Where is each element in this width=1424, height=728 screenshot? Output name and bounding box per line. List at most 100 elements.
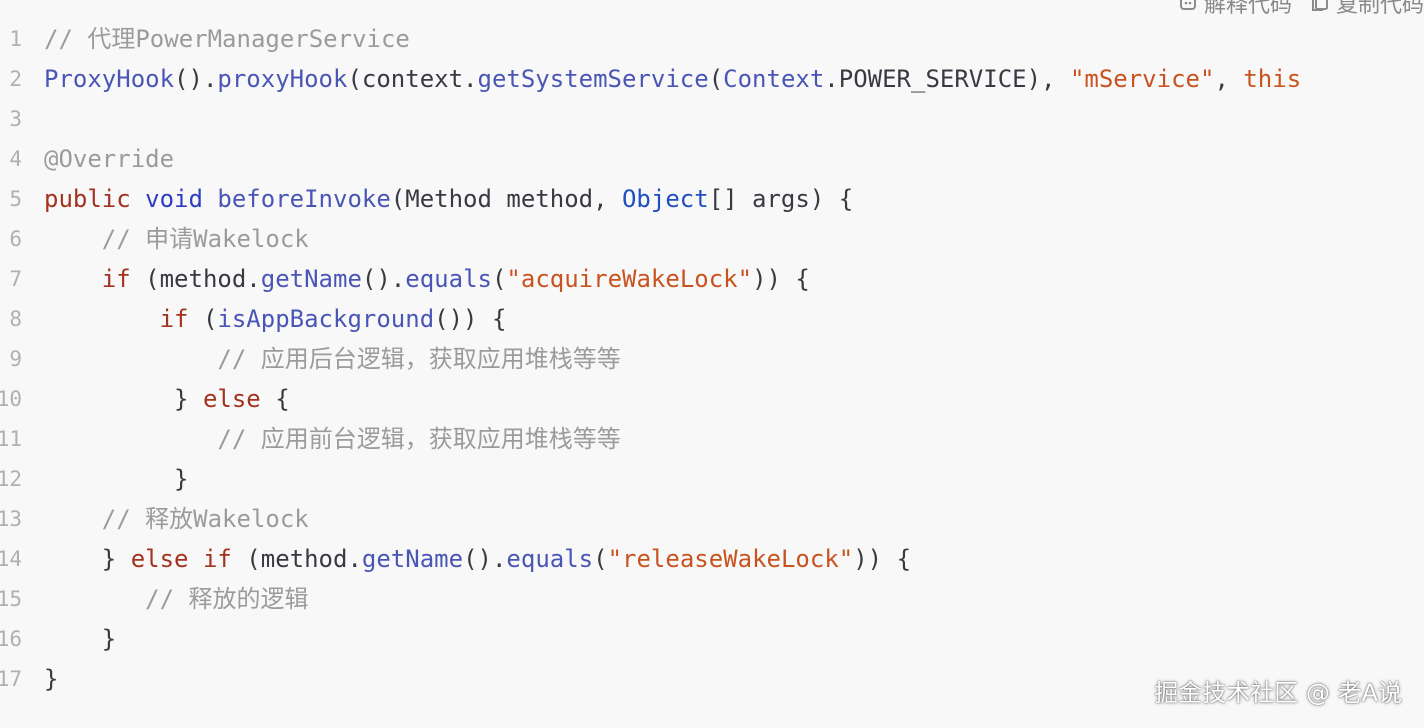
code-token: // 释放的逻辑 [145, 585, 309, 613]
code-text: } [44, 619, 116, 659]
code-line: 5 public void beforeInvoke(Method method,… [0, 179, 1424, 219]
code-indent [44, 505, 102, 533]
line-number: 9 [9, 347, 22, 371]
copy-icon [1310, 0, 1330, 13]
code-line: 15 // 释放的逻辑 [0, 579, 1424, 619]
code-text: public void beforeInvoke(Method method, … [44, 179, 853, 219]
code-token: equals [506, 545, 594, 573]
code-token: (). [463, 545, 507, 573]
code-token: getName [260, 265, 362, 293]
code-token: } [174, 465, 189, 493]
line-number: 7 [9, 267, 22, 291]
explain-code-button[interactable]: 解释代码 [1178, 0, 1292, 19]
code-text: // 应用前台逻辑，获取应用堆栈等等 [44, 419, 621, 459]
code-token: void [145, 185, 203, 213]
copy-code-label: 复制代码 [1335, 0, 1424, 18]
code-line: 4@Override [0, 139, 1424, 179]
line-number: 15 [0, 587, 22, 611]
line-number: 5 [9, 187, 22, 211]
code-token: [] args) { [708, 185, 854, 213]
code-toolbar: 解释代码 复制代码 [1178, 0, 1424, 18]
code-text: } else if (method.getName().equals("rele… [44, 539, 911, 579]
line-number: 13 [0, 507, 22, 531]
code-token [203, 185, 217, 213]
code-text: } [44, 659, 58, 699]
code-line: 7 if (method.getName().equals("acquireWa… [0, 259, 1424, 299]
code-token [189, 545, 203, 573]
code-indent [44, 585, 145, 613]
code-token: isAppBackground [217, 305, 435, 333]
code-token: { [260, 385, 290, 413]
code-text: } else { [44, 379, 290, 419]
code-token: } [101, 625, 117, 653]
code-token: this [1243, 65, 1302, 93]
code-line: 3 [0, 99, 1424, 139]
code-indent [44, 425, 217, 453]
code-indent [44, 225, 102, 253]
code-token: } [101, 545, 131, 573]
code-token: equals [405, 265, 492, 293]
code-text: // 释放的逻辑 [44, 579, 309, 619]
watermark: 掘金技术社区 @ 老A说 [1154, 679, 1402, 707]
code-line: 1 // 代理PowerManagerService [0, 19, 1424, 59]
explain-code-label: 解释代码 [1203, 0, 1292, 18]
code-line: 6 // 申请Wakelock [0, 219, 1424, 259]
code-token: // 代理PowerManagerService [44, 25, 410, 53]
code-token: // 释放Wakelock [101, 505, 309, 533]
code-token: proxyHook [217, 65, 348, 93]
code-indent [44, 305, 160, 333]
code-token: beforeInvoke [217, 185, 391, 213]
code-token: "releaseWakeLock" [607, 545, 854, 573]
copy-code-button[interactable]: 复制代码 [1310, 0, 1424, 19]
code-token: "mService" [1069, 65, 1215, 93]
code-token: ProxyHook [44, 65, 175, 93]
code-text: @Override [44, 139, 174, 179]
code-line: 17} [0, 659, 1424, 699]
code-text: // 应用后台逻辑，获取应用堆栈等等 [44, 339, 621, 379]
line-number: 10 [0, 387, 22, 411]
code-token: getName [361, 545, 464, 573]
code-indent [44, 385, 174, 413]
code-token: ( [708, 65, 724, 93]
line-number: 17 [0, 667, 22, 691]
code-text: // 代理PowerManagerService [44, 19, 410, 59]
code-token: (). [174, 65, 218, 93]
code-token: Context [723, 65, 825, 93]
code-token: // 应用后台逻辑，获取应用堆栈等等 [217, 345, 621, 373]
code-token: )) { [752, 265, 810, 293]
code-text: } [44, 459, 189, 499]
code-token: (method. [130, 265, 261, 293]
code-text: // 释放Wakelock [44, 499, 309, 539]
line-number: 3 [9, 107, 22, 131]
code-token: // 申请Wakelock [101, 225, 309, 253]
code-token: @Override [44, 145, 175, 173]
code-text: // 申请Wakelock [44, 219, 309, 259]
code-token: ( [188, 305, 218, 333]
code-indent [44, 625, 102, 653]
code-token: if [159, 305, 189, 333]
code-token: else [202, 385, 261, 413]
line-number: 16 [0, 627, 22, 651]
code-token: ( [491, 265, 507, 293]
code-line: 10 } else { [0, 379, 1424, 419]
code-token: } [44, 665, 59, 693]
code-token: // 应用前台逻辑，获取应用堆栈等等 [217, 425, 621, 453]
code-token: "acquireWakeLock" [506, 265, 753, 293]
line-number: 2 [9, 67, 22, 91]
code-token: if [202, 545, 232, 573]
code-token: } [174, 385, 203, 413]
code-line: 12 } [0, 459, 1424, 499]
code-token: (method. [231, 545, 362, 573]
code-token: (Method method, [390, 185, 622, 213]
code-token [131, 185, 145, 213]
code-text: if (isAppBackground()) { [44, 299, 507, 339]
line-number: 1 [9, 27, 22, 51]
code-token: )) { [853, 545, 912, 573]
code-token: Object [621, 185, 709, 213]
line-number: 14 [0, 547, 22, 571]
line-number: 6 [9, 227, 22, 251]
code-indent [44, 265, 102, 293]
code-line: 9 // 应用后台逻辑，获取应用堆栈等等 [0, 339, 1424, 379]
code-indent [44, 465, 174, 493]
